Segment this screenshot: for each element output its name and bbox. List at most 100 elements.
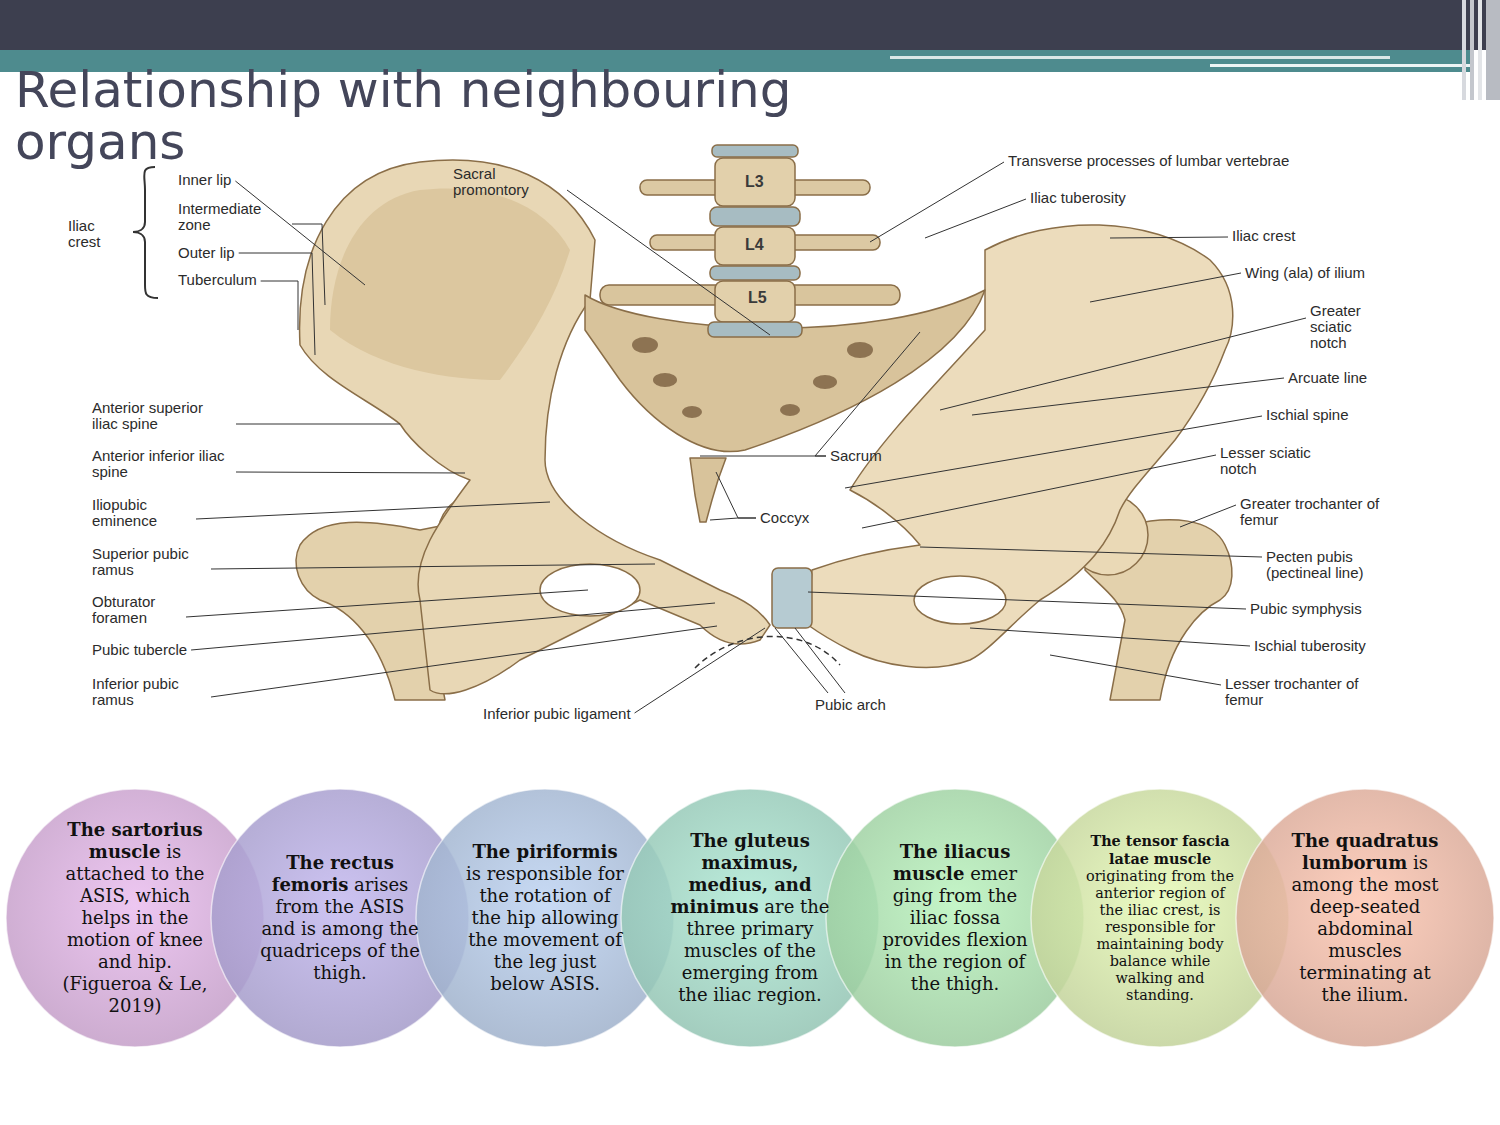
leader-line	[710, 518, 756, 520]
vertebra-body	[715, 158, 795, 206]
leader-line	[191, 603, 715, 650]
part-label: Ischial tuberosity	[1254, 638, 1366, 654]
pubic-arch-curve	[695, 636, 840, 668]
circle-node: The quadratus lumborum is among the most…	[1235, 788, 1495, 1048]
leader-line	[261, 281, 298, 330]
left-iliac-fossa	[330, 188, 570, 380]
header-stripe	[1470, 0, 1474, 100]
leader-line	[862, 455, 1216, 528]
intervertebral-disc	[710, 207, 800, 226]
circle-text: The tensor fascia latae muscle originati…	[1085, 832, 1235, 1005]
part-label: Outer lip	[178, 245, 235, 261]
part-label: Greater sciatic notch	[1310, 303, 1385, 351]
leader-line	[716, 472, 756, 518]
part-label: Pubic arch	[815, 697, 886, 713]
part-label: Greater trochanter of femur	[1240, 496, 1390, 528]
sacral-foramen	[847, 342, 873, 358]
header-stripe	[1478, 0, 1482, 100]
sacral-foramen	[813, 375, 837, 389]
part-label: Pubic tubercle	[92, 642, 187, 658]
circle-text: The gluteus maximus, medius, and minimus…	[670, 830, 830, 1006]
circle-text: The quadratus lumborum is among the most…	[1285, 830, 1445, 1006]
leader-line	[845, 416, 1262, 488]
part-label: Inferior pubic ligament	[483, 706, 631, 722]
leader-line	[700, 456, 826, 457]
circle-outline	[1236, 789, 1494, 1047]
leader-line	[925, 199, 1026, 238]
circle-heading: The piriformis	[472, 841, 617, 862]
part-label: Coccyx	[760, 510, 809, 526]
vertebra-body	[715, 227, 795, 265]
header-line	[890, 56, 1390, 59]
part-label: Wing (ala) of ilium	[1245, 265, 1365, 281]
pubic-symphysis-disc	[772, 568, 812, 628]
leader-line	[970, 628, 1250, 646]
right-obturator-foramen	[914, 576, 1006, 624]
leader-line	[567, 190, 770, 335]
leader-line	[211, 564, 655, 569]
intervertebral-disc	[710, 266, 800, 280]
left-obturator-foramen	[540, 564, 640, 616]
part-label: Lesser sciatic notch	[1220, 445, 1345, 477]
leader-line	[186, 590, 588, 617]
bracket	[133, 167, 158, 298]
leader-line	[1110, 237, 1228, 238]
part-label: Superior pubic ramus	[92, 546, 207, 578]
circle-text: The sartorius muscle is attached to the …	[55, 819, 215, 1017]
vertebra-label: L5	[748, 290, 767, 306]
leader-line	[235, 181, 365, 285]
part-label: Ischial spine	[1266, 407, 1349, 423]
leader-line	[236, 424, 400, 425]
leader-line	[236, 472, 465, 473]
leader-line	[870, 162, 1004, 242]
part-label: Anterior superior iliac spine	[92, 400, 232, 432]
part-label: Transverse processes of lumbar vertebrae	[1008, 153, 1289, 169]
part-label: Inner lip	[178, 172, 231, 188]
circle-text: The rectus femoris arises from the ASIS …	[260, 852, 420, 984]
leader-line	[1090, 273, 1241, 302]
leader-line	[815, 332, 920, 456]
sacral-foramen	[780, 404, 800, 416]
part-label: Intermediate zone	[178, 201, 288, 233]
circle-text: The piriformis is responsible for the ro…	[465, 841, 625, 995]
sacral-foramen	[682, 406, 702, 418]
leader-line	[239, 253, 315, 355]
leader-line	[795, 628, 845, 693]
part-label: Tuberculum	[178, 272, 257, 288]
leader-line	[1050, 655, 1221, 685]
sacral-foramen	[632, 337, 658, 353]
leader-line	[211, 626, 717, 697]
leader-line	[1180, 505, 1236, 527]
header-bar	[0, 0, 1500, 50]
circle-body: is attached to the ASIS, which helps in …	[62, 841, 207, 1016]
part-label: Iliopubic eminence	[92, 497, 192, 529]
header-line	[1210, 64, 1470, 67]
part-label: Lesser trochanter of femur	[1225, 676, 1365, 708]
leader-line	[635, 628, 765, 713]
leader-line	[196, 502, 550, 519]
leader-line	[808, 592, 1246, 609]
intervertebral-disc	[712, 145, 798, 157]
circle-body: is among the most deep-seated abdominal …	[1291, 852, 1438, 1005]
part-label: Inferior pubic ramus	[92, 676, 207, 708]
part-label: Sacral promontory	[453, 166, 563, 198]
circle-heading: The sartorius muscle	[67, 819, 202, 862]
part-label: Pecten pubis (pectineal line)	[1266, 549, 1416, 581]
sacral-foramen	[653, 373, 677, 387]
header-stripe	[1462, 0, 1466, 100]
leader-line	[920, 547, 1262, 557]
part-label: Pubic symphysis	[1250, 601, 1362, 617]
vertebra-label: L3	[745, 174, 764, 190]
pelvis-illustration	[296, 145, 1233, 700]
leader-line	[940, 318, 1306, 410]
circle-heading: The tensor fascia latae muscle	[1090, 832, 1229, 867]
part-label: Obturator foramen	[92, 594, 182, 626]
leader-line	[292, 224, 325, 305]
part-label: Arcuate line	[1288, 370, 1367, 386]
circle-text: The iliacus muscle emer ging from the il…	[875, 841, 1035, 995]
vertebra-label: L4	[745, 237, 764, 253]
part-label: Anterior inferior iliac spine	[92, 448, 232, 480]
part-label: Sacrum	[830, 448, 882, 464]
vertebra-body	[715, 281, 795, 322]
